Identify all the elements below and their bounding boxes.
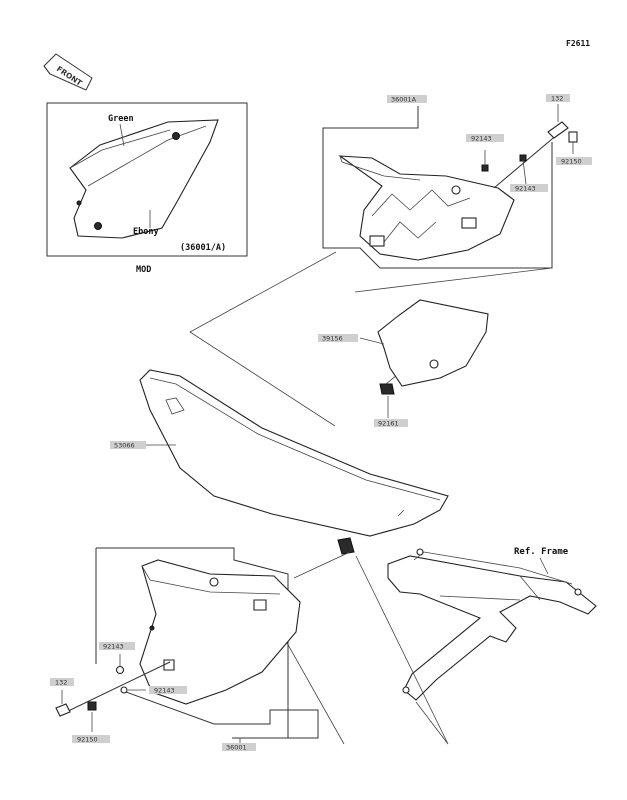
connector-lines-lower [281, 551, 449, 745]
tag-collar-left-a: 92143 [99, 642, 135, 651]
seat-group: 53066 [110, 369, 449, 555]
mod-color-ebony: Ebony [133, 227, 159, 237]
svg-text:92143: 92143 [515, 185, 536, 193]
figure-code: F2611 [566, 39, 590, 48]
tag-nut: 92161 [374, 419, 408, 428]
svg-text:92143: 92143 [471, 135, 492, 143]
tag-bolt-top: 132 [546, 94, 570, 103]
frame-shape [387, 555, 597, 701]
svg-text:92150: 92150 [77, 736, 98, 744]
mod-color-green: Green [108, 114, 134, 124]
tag-bolt-left: 132 [50, 678, 74, 687]
svg-text:53066: 53066 [114, 442, 135, 450]
seat-plate-group: 39156 92161 [318, 299, 489, 428]
tag-seat: 53066 [110, 441, 146, 450]
connector-lines [189, 251, 553, 427]
tag-collar-right-a: 92143 [466, 134, 504, 143]
tag-collar-left-b: 92143 [149, 686, 187, 695]
frame-group: Ref. Frame [387, 547, 597, 701]
mod-part-ref: (36001/A) [180, 243, 226, 253]
seat-shape [139, 369, 449, 537]
svg-text:92161: 92161 [378, 420, 399, 428]
tag-side-cover-right: 36001A [387, 95, 427, 104]
svg-text:36001: 36001 [226, 744, 247, 752]
mod-panel: Green Ebony (36001/A) [46, 102, 248, 257]
left-side-cover-group: 92143 92143 132 92150 36001 [50, 547, 319, 752]
ref-frame-label: Ref. Frame [514, 547, 569, 557]
seat-plate-shape [377, 299, 489, 387]
tag-washer-left: 92150 [72, 735, 110, 744]
svg-text:92143: 92143 [154, 687, 175, 695]
tag-washer-right: 92150 [556, 157, 592, 166]
svg-text:132: 132 [551, 95, 563, 103]
mod-caption: MOD [136, 265, 151, 275]
mod-side-cover-shape [69, 119, 219, 239]
svg-text:132: 132 [55, 679, 67, 687]
svg-text:92143: 92143 [103, 643, 124, 651]
left-side-cover-shape [139, 559, 301, 705]
svg-text:39156: 39156 [322, 335, 343, 343]
svg-text:36001A: 36001A [391, 96, 417, 104]
front-arrow-icon: FRONT [43, 53, 93, 91]
tag-collar-right-b: 92143 [510, 184, 548, 193]
front-label: FRONT [55, 64, 85, 88]
tag-seat-plate: 39156 [318, 334, 358, 343]
right-side-cover-group [322, 104, 578, 269]
svg-text:92150: 92150 [561, 158, 582, 166]
tag-side-cover-left: 36001 [222, 743, 256, 752]
right-side-cover-shape [338, 155, 515, 261]
